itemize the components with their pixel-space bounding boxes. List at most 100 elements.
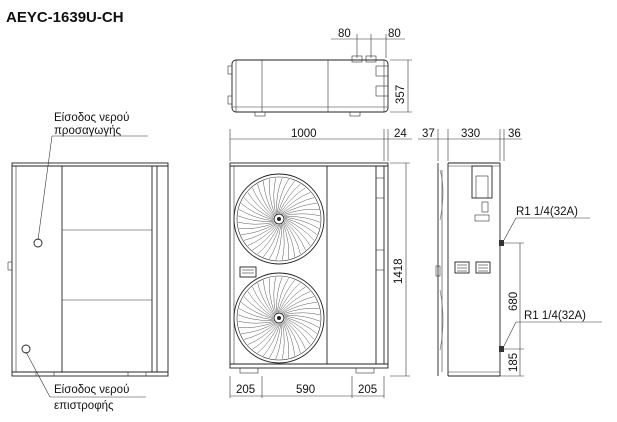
- fan-fin: [284, 219, 311, 246]
- return-inlet-label-line1: Είσοδος νερού: [54, 384, 129, 396]
- fan-fin: [283, 312, 320, 316]
- dim-top-depth: 357: [395, 85, 407, 104]
- pipe-upper-fitting: [499, 240, 504, 246]
- fan-fin: [279, 187, 306, 214]
- fan-fin: [252, 224, 279, 251]
- dim-bottom-mid: 590: [296, 384, 315, 396]
- fan-fin: [243, 224, 277, 241]
- fan-fin: [268, 179, 276, 215]
- fan-fin: [283, 222, 295, 257]
- front-handle: [239, 266, 257, 278]
- fan-fin: [278, 183, 301, 214]
- dim-side-mid: 330: [461, 128, 480, 140]
- fan-fin: [247, 224, 278, 246]
- fan-fin: [281, 296, 315, 313]
- dim-side-right: 36: [508, 128, 521, 140]
- fan-fin: [247, 323, 278, 345]
- fan-fin: [284, 315, 320, 328]
- pipe-lower-fitting: [499, 346, 504, 352]
- fan-fin: [284, 320, 301, 354]
- supply-inlet-callout: Είσοδος νερού προσαγωγής: [37, 112, 148, 241]
- fan-fin: [241, 322, 276, 334]
- fan-fin: [284, 221, 301, 255]
- fan-fin: [277, 279, 295, 313]
- fan-fin: [284, 218, 315, 241]
- supply-inlet-label-line1: Είσοδος νερού: [54, 112, 129, 124]
- fan-lower: [233, 272, 325, 364]
- supply-inlet-port: [33, 238, 43, 248]
- dim-top-right: 80: [388, 28, 401, 40]
- front-view-dimensions: 1000 24 1418 205 590 205: [229, 128, 412, 398]
- pipe-lower-label: R1 1/4(32A): [524, 310, 586, 322]
- fan-fin: [240, 302, 274, 320]
- dim-pipe-base: 185: [508, 353, 520, 372]
- fan-fin: [263, 280, 275, 315]
- fan-fin: [284, 315, 320, 322]
- fan-fin: [257, 183, 274, 217]
- fan-fin: [283, 321, 295, 356]
- fan-fin: [282, 302, 317, 314]
- front-view: [229, 162, 389, 374]
- top-view: [227, 55, 389, 117]
- fan-fin: [283, 213, 320, 217]
- fan-fin: [252, 323, 279, 350]
- fan-fin: [281, 197, 315, 214]
- fan-fin: [282, 322, 290, 358]
- fan-fin: [276, 178, 289, 214]
- fan-fin: [276, 277, 283, 313]
- fan-fin: [284, 216, 320, 223]
- fan-fin: [269, 323, 282, 359]
- fan-fin: [252, 286, 274, 317]
- dim-pipe-spacing: 680: [508, 292, 520, 311]
- side-handle-left: [454, 261, 470, 274]
- fan-fin: [282, 203, 317, 215]
- fan-fin: [247, 192, 274, 219]
- fan-fin: [241, 223, 276, 235]
- fan-fin: [276, 178, 283, 214]
- fan-fin: [238, 215, 274, 222]
- fan-fin: [284, 316, 318, 334]
- fan-fin: [284, 319, 306, 350]
- fan-fin: [284, 317, 315, 340]
- dim-bottom-left: 205: [236, 384, 255, 396]
- fan-fin: [275, 224, 282, 260]
- fan-fin: [243, 197, 274, 220]
- fan-fin: [257, 224, 280, 255]
- fan-fin: [282, 223, 290, 259]
- pipe-upper-label: R1 1/4(32A): [516, 206, 578, 218]
- fan-fin: [239, 222, 275, 230]
- dim-bottom-right: 205: [358, 384, 377, 396]
- fan-fin: [257, 323, 280, 354]
- fan-fin: [252, 187, 274, 218]
- fan-fin: [263, 181, 275, 216]
- fan-fin: [281, 322, 285, 359]
- fan-fin: [280, 291, 311, 313]
- fan-fin: [278, 282, 301, 313]
- fan-fin: [284, 217, 318, 235]
- fan-fin: [263, 224, 281, 258]
- top-view-dimensions: 80 80 357: [331, 28, 412, 113]
- fan-fin: [281, 223, 285, 260]
- fan-fin: [280, 192, 311, 214]
- rear-view: [7, 162, 169, 377]
- fan-fin: [240, 203, 274, 221]
- fan-fin: [279, 286, 306, 313]
- dim-front-side: 24: [394, 128, 407, 140]
- return-inlet-port: [21, 344, 31, 354]
- side-view-dimensions: 37 330 36 680 185 R1 1/4(32A) R1 1/4(32A…: [418, 128, 602, 377]
- fan-fin: [283, 307, 319, 315]
- fan-upper: [233, 173, 325, 265]
- fan-fin: [243, 323, 277, 340]
- fan-fin: [263, 323, 281, 357]
- fan-fin: [238, 320, 275, 324]
- dim-front-width: 1000: [291, 128, 317, 140]
- fan-fin: [243, 296, 274, 319]
- fan-fin: [238, 209, 274, 222]
- dim-side-left: 37: [422, 128, 435, 140]
- fan-fin: [247, 291, 274, 318]
- fan-fin: [284, 220, 306, 251]
- side-handle-right: [475, 261, 491, 274]
- side-view: [435, 162, 504, 377]
- dim-top-left: 80: [338, 28, 351, 40]
